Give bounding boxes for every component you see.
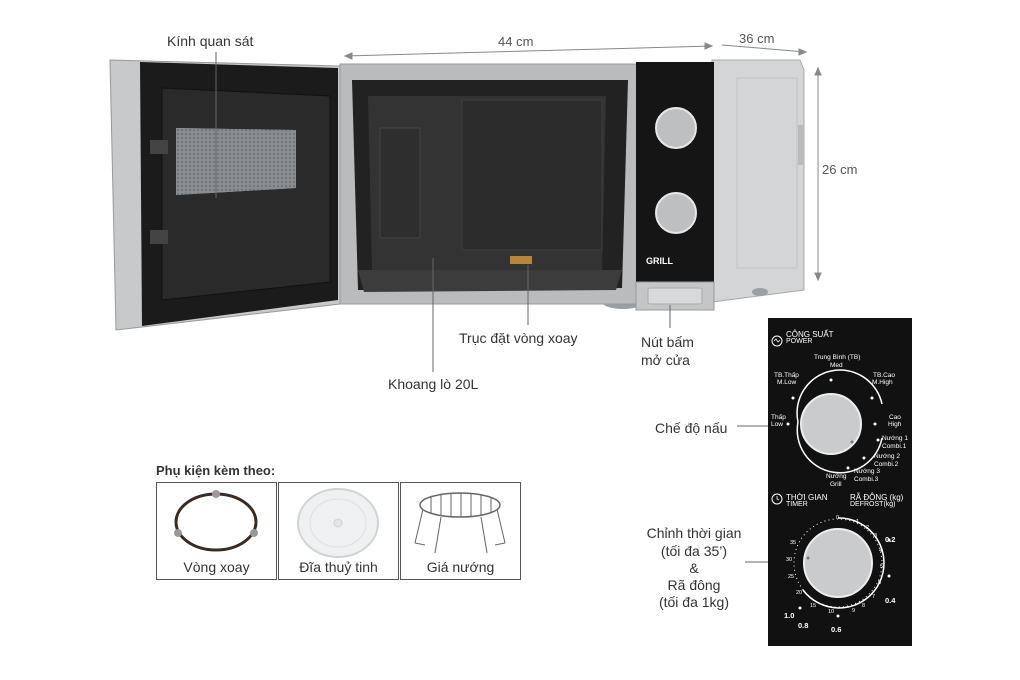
timer-label: THỜI GIAN xyxy=(786,493,828,502)
timer-tick: 1 xyxy=(856,519,860,525)
accessory-label: Vòng xoay xyxy=(183,559,250,575)
accessories-heading: Phụ kiện kèm theo: xyxy=(156,463,276,478)
low-label-en: Low xyxy=(771,421,783,428)
combi1-label: Nướng 1 xyxy=(882,435,908,442)
timer-tick: 2 xyxy=(866,525,870,531)
timer-tick: 25 xyxy=(788,574,795,580)
med-label-en: Med xyxy=(830,362,843,369)
defrost-label-en: DEFROST(kg) xyxy=(850,501,896,508)
power-label: CÔNG SUẤT xyxy=(786,330,834,339)
accessory-grill-rack: Giá nướng xyxy=(400,482,521,580)
mlow-label-en: M.Low xyxy=(777,379,797,386)
side-latch xyxy=(798,125,804,165)
timer-label-en: TIMER xyxy=(786,501,808,508)
accessory-glass-plate: Đĩa thuỷ tinh xyxy=(278,482,399,580)
accessory-ring: Vòng xoay xyxy=(156,482,277,580)
mhigh-label-en: M.High xyxy=(872,379,893,386)
door-button-callout-line1: Nút bấm xyxy=(641,334,694,350)
ring-icon xyxy=(174,490,258,552)
panel-graphics xyxy=(771,335,891,618)
defrost-label: RÃ ĐÔNG (kg) xyxy=(850,493,904,502)
timer-callout-line1: Chỉnh thời gian xyxy=(646,525,742,541)
low-label: Thấp xyxy=(771,414,786,421)
power-label-en: POWER xyxy=(786,338,813,345)
power-knob[interactable] xyxy=(800,393,862,455)
dimension-lines xyxy=(343,42,822,282)
combi1-label-en: Combi.1 xyxy=(882,443,907,450)
door-open-button xyxy=(647,287,703,305)
timer-callout-line5: (tối đa 1kg) xyxy=(658,594,730,610)
timer-tick: 8 xyxy=(862,603,866,609)
timer-tick: 30 xyxy=(786,557,793,563)
timer-tick: 6 xyxy=(878,580,882,586)
side-vent xyxy=(736,77,798,269)
accessory-label: Giá nướng xyxy=(426,559,495,575)
glass-plate-icon xyxy=(297,488,379,558)
foot-back xyxy=(752,288,768,296)
oven-side xyxy=(711,59,805,303)
cavity-wall-panel xyxy=(461,99,603,251)
timer-tick: 9 xyxy=(852,608,856,614)
timer-callout-line4: Rã đông xyxy=(667,577,721,593)
accessory-label: Đĩa thuỷ tinh xyxy=(299,559,378,575)
door-hinge-top xyxy=(150,140,168,154)
cavity-callout: Khoang lò 20L xyxy=(388,376,479,392)
combi3-label: Nướng 3 xyxy=(854,468,880,475)
combi2-label: Nướng 2 xyxy=(874,453,900,460)
mlow-label: TB.Thấp xyxy=(774,372,799,379)
turntable-shaft xyxy=(510,256,532,264)
timer-tick: 15 xyxy=(810,603,817,609)
callout-lines xyxy=(215,52,800,563)
grill-rack-icon xyxy=(414,492,506,554)
width-dimension: 44 cm xyxy=(498,34,534,49)
oven-control-strip xyxy=(636,62,714,282)
defrost-mark: 0.6 xyxy=(831,625,842,634)
grill-label: Nướng xyxy=(826,473,847,480)
high-label-en: High xyxy=(888,421,902,428)
timer-tick: 0 xyxy=(836,515,840,521)
timer-tick: 35 xyxy=(790,540,797,546)
timer-tick: 5 xyxy=(880,564,884,570)
door-button-callout-line2: mở cửa xyxy=(641,352,690,368)
med-label: Trung Bình (TB) xyxy=(814,354,861,361)
height-dimension: 26 cm xyxy=(822,162,858,177)
mhigh-label: TB.Cao xyxy=(873,372,896,379)
window-mesh xyxy=(176,128,296,195)
control-panel-zoom: CÔNG SUẤT POWER Trung Bình (TB) Med TB.T… xyxy=(768,318,912,646)
shaft-callout: Trục đặt vòng xoay xyxy=(459,330,578,346)
timer-tick: 3 xyxy=(874,533,878,539)
timer-knob[interactable] xyxy=(803,528,873,598)
grill-badge: GRILL xyxy=(646,256,673,266)
defrost-mark: 0.2 xyxy=(885,535,896,544)
door-hinge-bottom xyxy=(150,230,168,244)
timer-tick: 10 xyxy=(828,609,835,615)
timer-tick: 7 xyxy=(872,594,876,600)
grill-label-en: Grill xyxy=(830,481,842,488)
window-callout: Kính quan sát xyxy=(167,33,254,49)
high-label: Cao xyxy=(889,414,901,421)
timer-callout-line3: & xyxy=(689,560,699,576)
cook-mode-callout: Chế độ nấu xyxy=(655,420,728,436)
defrost-mark: 0.4 xyxy=(885,596,896,605)
defrost-mark: 0.8 xyxy=(798,621,809,630)
power-knob-small xyxy=(655,107,697,149)
depth-dimension: 36 cm xyxy=(739,31,775,46)
cavity-side-panel xyxy=(379,127,421,239)
combi2-label-en: Combi.2 xyxy=(874,461,899,468)
defrost-mark: 1.0 xyxy=(784,611,795,620)
timer-knob-small xyxy=(655,192,697,234)
timer-tick: 20 xyxy=(796,590,803,596)
timer-tick: 4 xyxy=(879,548,883,554)
combi3-label-en: Combi.3 xyxy=(854,476,879,483)
timer-callout-line2: (tối đa 35’) xyxy=(660,543,728,559)
cavity-floor xyxy=(358,270,622,292)
